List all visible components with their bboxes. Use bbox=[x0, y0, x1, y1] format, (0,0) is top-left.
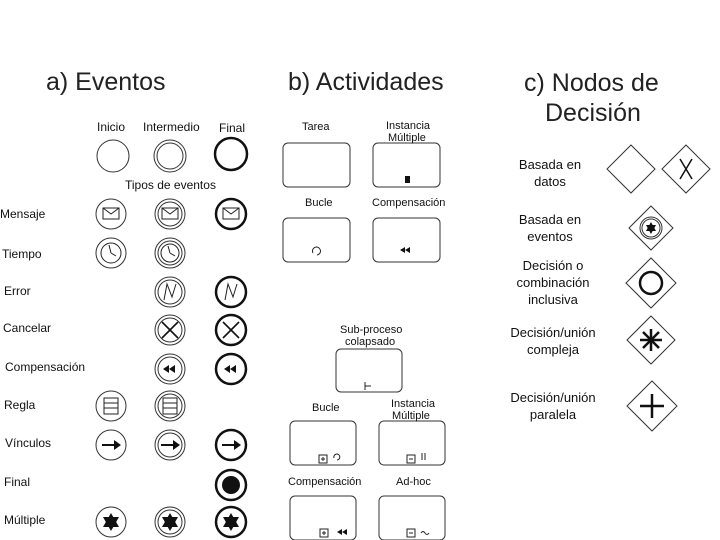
event-row-label: Final bbox=[4, 475, 31, 489]
link-start-event-icon bbox=[95, 429, 127, 461]
gateways-title-line1: c) Nodos de bbox=[524, 69, 659, 97]
sub-multi-label-line1: Instancia bbox=[391, 398, 436, 410]
multiple-start-event-icon bbox=[95, 506, 127, 538]
data-gateway-label-line2: datos bbox=[534, 174, 566, 189]
event-gateway-label: Basada en eventos bbox=[500, 211, 600, 245]
loop-label: Bucle bbox=[305, 197, 333, 209]
events-col-start: Inicio bbox=[97, 120, 126, 134]
data-based-gateway-diamond bbox=[606, 144, 656, 194]
intermediate-event-circle bbox=[153, 139, 187, 173]
events-types-heading: Tipos de eventos bbox=[125, 178, 216, 192]
loop-task-box bbox=[282, 217, 351, 263]
timer-intermediate-event-icon bbox=[154, 237, 186, 269]
multi-instance-subprocess-box bbox=[378, 420, 446, 466]
terminate-end-event-icon bbox=[214, 468, 248, 502]
event-row-label: Múltiple bbox=[4, 513, 46, 527]
task-label: Tarea bbox=[302, 121, 330, 133]
message-start-event-icon bbox=[95, 198, 127, 230]
events-title: a) Eventos bbox=[46, 68, 166, 96]
complex-gateway-diamond bbox=[626, 315, 676, 365]
data-based-x-gateway-diamond bbox=[661, 144, 711, 194]
inclusive-gateway-label-line2: combinación bbox=[516, 275, 590, 290]
complex-gateway-label-line1: Decisión/unión bbox=[510, 325, 596, 340]
subprocess-label-line2: colapsado bbox=[345, 336, 396, 348]
multi-instance-task-box bbox=[372, 142, 441, 188]
events-col-intermediate: Intermedio bbox=[143, 120, 200, 134]
error-end-event-icon bbox=[214, 275, 248, 309]
parallel-gateway-label: Decisión/unión paralela bbox=[503, 389, 603, 423]
link-end-event-icon bbox=[214, 428, 248, 462]
message-intermediate-event-icon bbox=[154, 198, 186, 230]
inclusive-gateway-diamond bbox=[625, 257, 677, 309]
parallel-gateway-label-line1: Decisión/unión bbox=[510, 390, 596, 405]
timer-start-event-icon bbox=[95, 237, 127, 269]
multiple-intermediate-event-icon bbox=[154, 506, 186, 538]
gateways-title-line2: Decisión bbox=[545, 99, 641, 127]
adhoc-label: Ad-hoc bbox=[396, 476, 431, 488]
sub-loop-label: Bucle bbox=[312, 402, 340, 414]
inclusive-gateway-label: Decisión o combinación inclusiva bbox=[503, 257, 603, 308]
rule-start-event-icon bbox=[95, 390, 127, 422]
event-row-label: Error bbox=[4, 284, 31, 298]
event-gateway-label-line2: eventos bbox=[527, 229, 573, 244]
multi-instance-label-line2: Múltiple bbox=[388, 132, 426, 144]
sub-multi-label-line2: Múltiple bbox=[392, 410, 430, 422]
activities-title: b) Actividades bbox=[288, 68, 444, 96]
event-row-label: Mensaje bbox=[0, 207, 46, 221]
events-col-end: Final bbox=[219, 121, 246, 135]
sub-compensation-label: Compensación bbox=[288, 476, 362, 488]
event-row-label: Cancelar bbox=[3, 321, 52, 335]
data-gateway-label: Basada en datos bbox=[500, 156, 600, 190]
task-box bbox=[282, 142, 351, 188]
parallel-gateway-label-line2: paralela bbox=[529, 407, 577, 422]
compensation-intermediate-event-icon bbox=[154, 353, 186, 385]
collapsed-subprocess-box bbox=[335, 348, 403, 393]
parallel-gateway-diamond bbox=[626, 380, 678, 432]
message-end-event-icon bbox=[214, 197, 248, 231]
event-row-label: Regla bbox=[4, 398, 36, 412]
event-based-gateway-diamond bbox=[628, 205, 674, 251]
compensation-end-event-icon bbox=[214, 352, 248, 386]
link-intermediate-event-icon bbox=[154, 429, 186, 461]
multi-instance-label-line1: Instancia bbox=[386, 120, 431, 132]
error-intermediate-event-icon bbox=[154, 276, 186, 308]
cancel-end-event-icon bbox=[214, 313, 248, 347]
cancel-intermediate-event-icon bbox=[154, 314, 186, 346]
rule-intermediate-event-icon bbox=[154, 390, 186, 422]
compensation-subprocess-box bbox=[289, 495, 357, 540]
event-row-label: Vínculos bbox=[5, 436, 52, 450]
event-gateway-label-line1: Basada en bbox=[518, 212, 582, 227]
complex-gateway-label: Decisión/unión compleja bbox=[503, 324, 603, 358]
event-row-label: Tiempo bbox=[2, 247, 42, 261]
loop-subprocess-box bbox=[289, 420, 357, 466]
inclusive-gateway-label-line1: Decisión o bbox=[522, 258, 584, 273]
compensation-label: Compensación bbox=[372, 197, 446, 209]
compensation-task-box bbox=[372, 217, 441, 263]
event-row-label: Compensación bbox=[5, 360, 86, 374]
complex-gateway-label-line2: compleja bbox=[526, 342, 580, 357]
end-event-circle bbox=[213, 136, 249, 172]
inclusive-gateway-label-line3: inclusiva bbox=[528, 292, 578, 307]
data-gateway-label-line1: Basada en bbox=[518, 157, 582, 172]
multiple-end-event-icon bbox=[214, 505, 248, 539]
subprocess-label-line1: Sub-proceso bbox=[340, 324, 403, 336]
adhoc-subprocess-box bbox=[378, 495, 446, 540]
start-event-circle bbox=[96, 139, 130, 173]
